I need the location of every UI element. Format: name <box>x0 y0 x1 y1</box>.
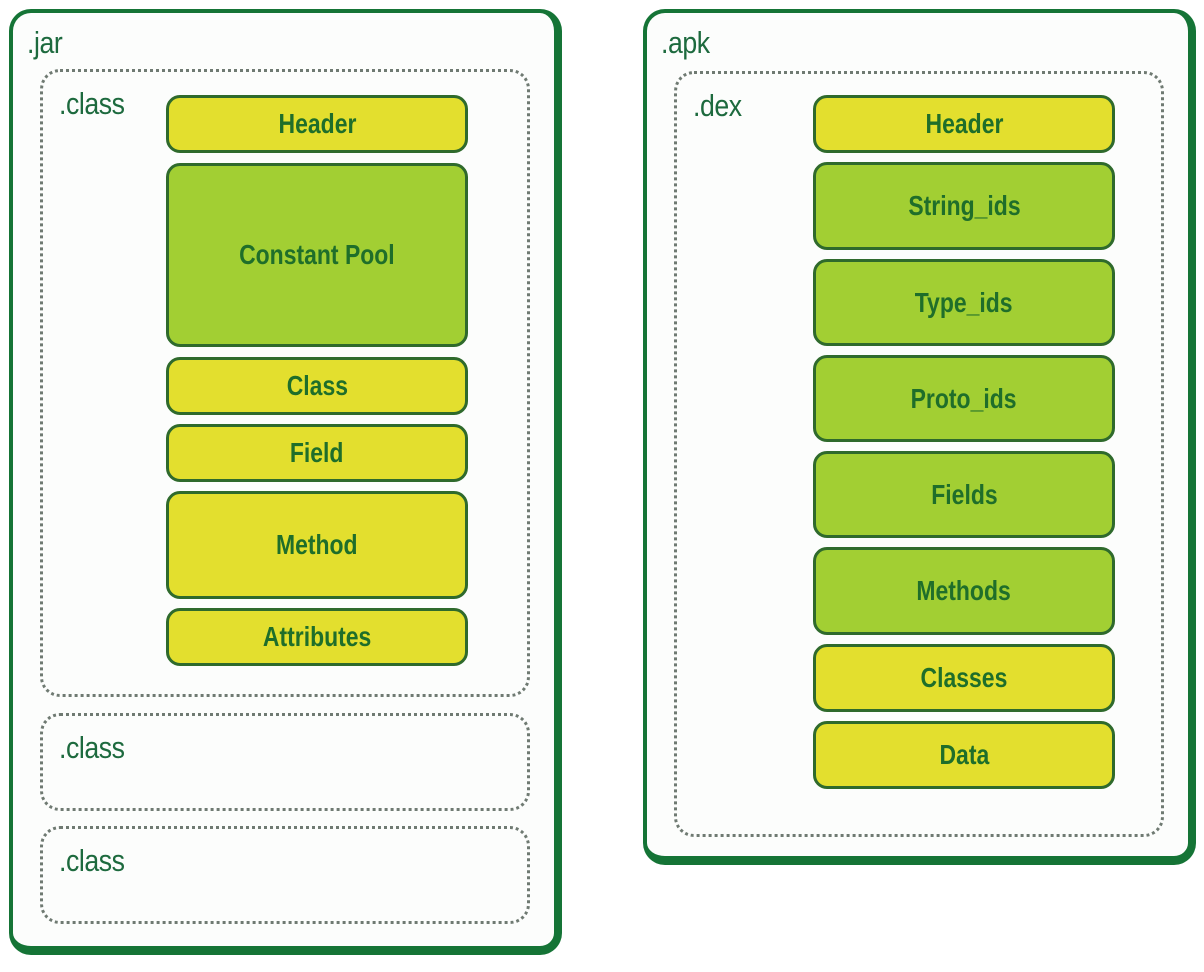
dex-section-methods-label: Methods <box>916 575 1012 606</box>
dex-section-proto-ids-label: Proto_ids <box>911 382 1017 414</box>
dex-section-classes: Classes <box>813 644 1115 712</box>
jar-label: .jar <box>27 25 63 60</box>
class-file-2: .class <box>40 713 530 811</box>
class-file-3-label: .class <box>59 843 125 878</box>
class-section-class: Class <box>166 357 468 415</box>
dex-section-methods: Methods <box>813 547 1115 635</box>
class-section-method-label: Method <box>276 529 358 560</box>
dex-section-header-label: Header <box>925 108 1003 139</box>
dex-section-string-ids-label: String_ids <box>907 190 1021 221</box>
dex-file-label: .dex <box>693 88 742 123</box>
class-file-3: .class <box>40 826 530 924</box>
class-section-attributes: Attributes <box>166 608 468 666</box>
dex-section-classes-label: Classes <box>920 662 1008 693</box>
class-section-field-label: Field <box>290 437 344 468</box>
dex-section-type-ids: Type_ids <box>813 259 1115 346</box>
dex-section-proto-ids: Proto_ids <box>813 355 1115 442</box>
dex-section-data: Data <box>813 721 1115 789</box>
class-file-1-label: .class <box>59 86 125 121</box>
dex-section-data-label: Data <box>939 739 989 770</box>
class-section-constant-pool: Constant Pool <box>166 163 468 347</box>
class-file-2-label: .class <box>59 730 125 765</box>
class-section-field: Field <box>166 424 468 482</box>
class-section-constant-pool-label: Constant Pool <box>239 239 395 270</box>
apk-label: .apk <box>661 25 710 60</box>
class-section-header-label: Header <box>278 108 356 139</box>
class-section-attributes-label: Attributes <box>262 621 372 652</box>
dex-section-type-ids-label: Type_ids <box>915 286 1013 318</box>
class-section-method: Method <box>166 491 468 599</box>
dex-section-fields-label: Fields <box>930 478 998 510</box>
class-section-header: Header <box>166 95 468 153</box>
dex-section-header: Header <box>813 95 1115 153</box>
dex-file: .dex <box>674 71 1164 837</box>
class-file-1: .class <box>40 69 530 697</box>
dex-section-string-ids: String_ids <box>813 162 1115 250</box>
dex-section-fields: Fields <box>813 451 1115 538</box>
class-section-class-label: Class <box>286 370 348 401</box>
